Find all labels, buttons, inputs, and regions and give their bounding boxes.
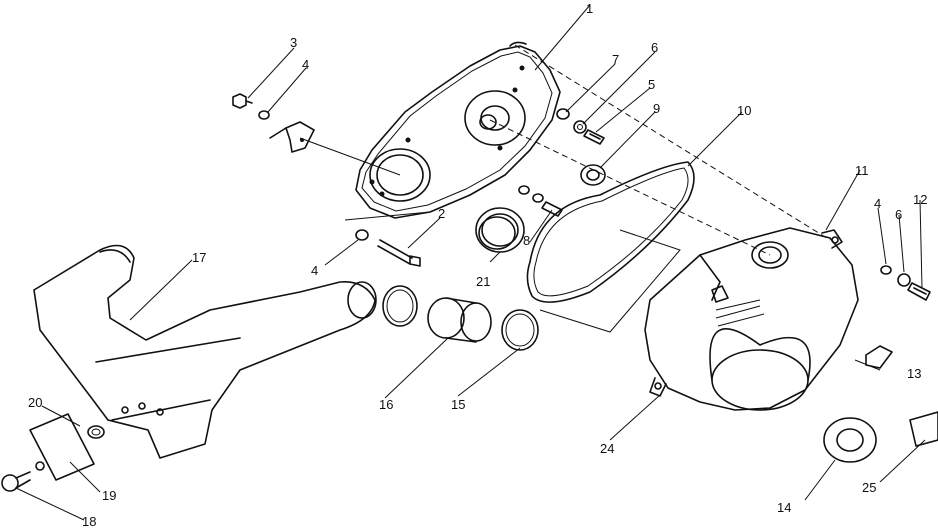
callout-17: 17 <box>192 250 206 265</box>
callout-16: 16 <box>379 397 393 412</box>
sleeve <box>427 297 492 343</box>
gasket-19 <box>29 413 95 481</box>
screw-18 <box>1 471 31 492</box>
washer-4-lower <box>355 229 369 241</box>
decal-13 <box>865 345 893 369</box>
callout-labels: 1 2 3 4 4 4 5 6 6 7 8 9 10 11 12 13 14 1… <box>28 1 927 529</box>
bolt-2 <box>377 239 421 267</box>
outer-cover-11 <box>644 227 859 411</box>
washer-7 <box>556 108 570 120</box>
air-duct-17 <box>33 244 377 459</box>
callout-21: 21 <box>476 274 490 289</box>
screw-20 <box>87 425 105 439</box>
inner-cover-plate <box>355 41 561 219</box>
callout-10: 10 <box>737 103 751 118</box>
callout-19: 19 <box>102 488 116 503</box>
leader-lines <box>15 4 926 521</box>
spacer-9 <box>580 164 606 186</box>
bolt-5 <box>583 129 605 145</box>
callout-4-right: 4 <box>874 196 881 211</box>
clamp-15 <box>501 309 539 351</box>
seal-21 <box>475 207 525 253</box>
callout-5: 5 <box>648 77 655 92</box>
callout-4-lower: 4 <box>311 263 318 278</box>
callout-11: 11 <box>855 163 869 178</box>
drive-belt-10 <box>526 161 695 303</box>
callout-20: 20 <box>28 395 42 410</box>
callout-25: 25 <box>862 480 876 495</box>
washer-4-top <box>258 110 270 120</box>
washer-4-right <box>880 265 892 275</box>
callout-4-top: 4 <box>302 57 309 72</box>
bolt-8 <box>518 185 563 217</box>
decal-25 <box>909 411 938 447</box>
plug-14 <box>823 417 877 463</box>
washer-6-right <box>897 273 911 287</box>
bracket <box>269 121 315 153</box>
callout-3: 3 <box>290 35 297 50</box>
callout-13: 13 <box>907 366 921 381</box>
callout-1: 1 <box>586 1 593 16</box>
callout-2: 2 <box>438 206 445 221</box>
callout-6: 6 <box>651 40 658 55</box>
callout-7: 7 <box>612 52 619 67</box>
callout-8: 8 <box>523 233 530 248</box>
callout-14: 14 <box>777 500 791 515</box>
washer-6 <box>573 120 587 134</box>
callout-6-right: 6 <box>895 207 902 222</box>
bolt-3 <box>232 93 253 109</box>
callout-18: 18 <box>82 514 96 529</box>
clamp-16 <box>382 285 418 327</box>
callout-12: 12 <box>913 192 927 207</box>
callout-24: 24 <box>600 441 614 456</box>
callout-15: 15 <box>451 397 465 412</box>
bolt-12 <box>907 282 931 301</box>
callout-9: 9 <box>653 101 660 116</box>
